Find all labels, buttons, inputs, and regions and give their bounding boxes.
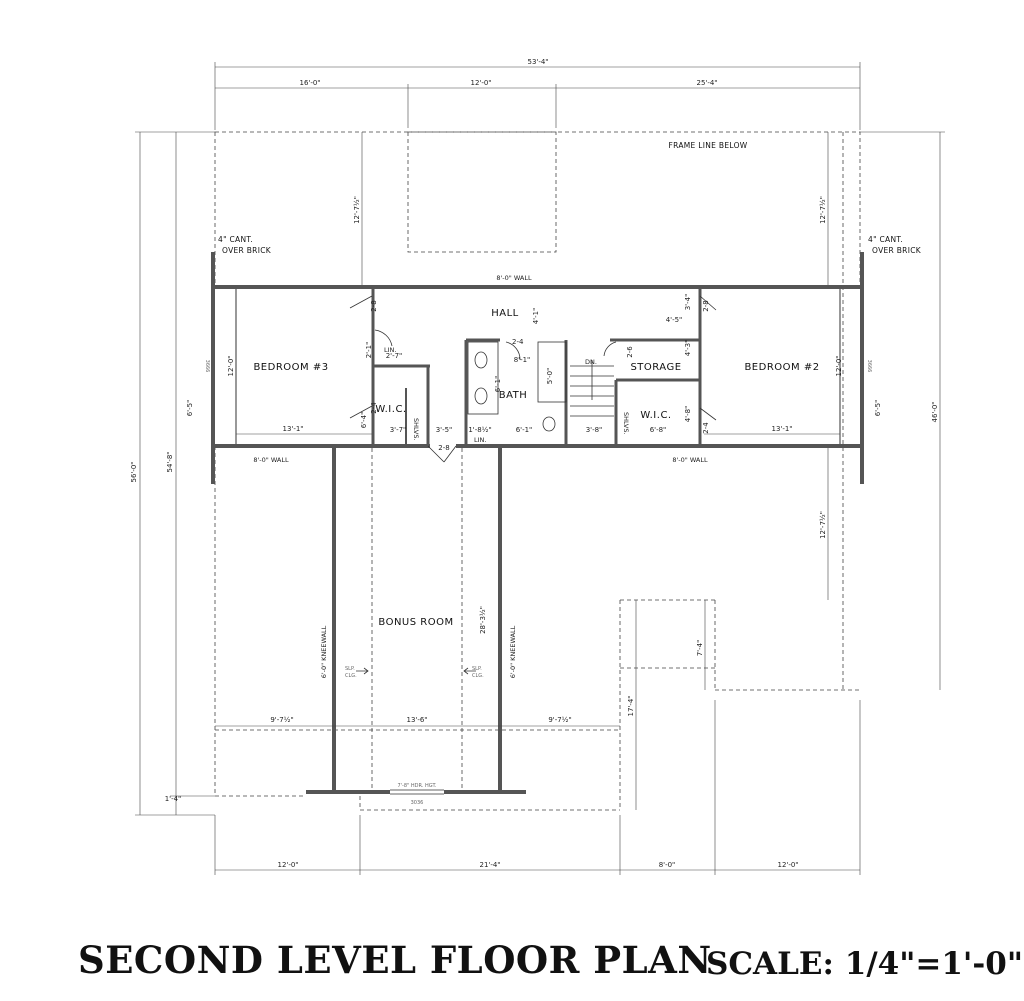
dim-left-inner: 54'-8" [166, 451, 174, 472]
dim-bed3-v: 12'-0" [227, 355, 235, 376]
room-labels: HALL BEDROOM #3 BEDROOM #2 BATH STORAGE … [253, 308, 819, 628]
dim-wic-l-v: 6'-4" [360, 412, 368, 429]
dim-bath-v2: 5'-0" [546, 368, 554, 385]
dim-wic-r-w: 6'-8" [650, 426, 667, 434]
dim-cant-left-v: 12'-7½" [353, 196, 361, 224]
dim-bonus-2: 13'-6" [406, 716, 427, 724]
dim-door-28b: 2-8 [702, 300, 710, 311]
room-bedroom-3: BEDROOM #3 [253, 362, 328, 373]
room-storage: STORAGE [630, 362, 681, 373]
dim-bonus-v: 28'-3½" [479, 606, 487, 634]
frame-line-note: FRAME LINE BELOW [669, 141, 748, 150]
frame-line-below: FRAME LINE BELOW [214, 131, 861, 811]
note-window-left: 3666 [204, 360, 210, 373]
dim-bed2-h: 13'-1" [771, 425, 792, 433]
dim-wic-l-door: 2-4 [370, 402, 378, 414]
dim-cant-right-v: 12'-7½" [819, 196, 827, 224]
label-lin-top: LIN. [384, 346, 396, 354]
room-wic-left: W.I.C. [375, 404, 406, 415]
note-window-right: 3666 [866, 360, 872, 373]
dim-bottom-2: 21'-4" [479, 861, 500, 869]
dim-bed2-v: 12'-0" [835, 355, 843, 376]
dim-hall-18: 1'-8½" [468, 426, 491, 434]
dim-lin-v: 2'-1" [365, 342, 373, 359]
dim-wic-r-v: 4'-8" [684, 406, 692, 423]
interior-dimensions: 13'-1" 12'-0" 6'-5" 13'-1" 12'-0" 6'-5" … [186, 294, 882, 727]
slp-left-1: SLP. [345, 666, 355, 672]
dim-door-26: 2-6 [626, 346, 634, 358]
dim-left-outer: 56'-0" [130, 461, 138, 482]
note-wall-bottom-left: 8'-0" WALL [253, 456, 289, 464]
dim-hall-35: 3'-5" [436, 426, 453, 434]
slp-left-2: CLG. [345, 673, 357, 679]
slp-right-2: CLG. [472, 673, 484, 679]
room-bonus: BONUS ROOM [378, 617, 453, 628]
note-wall-bottom-right: 8'-0" WALL [672, 456, 708, 464]
dim-wic-l-w: 3'-7" [390, 426, 407, 434]
floor-plan: 53'-4" 16'-0" 12'-0" 25'-4" FRAME LINE B… [130, 58, 945, 875]
cant-left-line2: OVER BRICK [222, 246, 272, 255]
room-hall: HALL [491, 308, 519, 319]
room-bath: BATH [499, 390, 528, 401]
dim-bed2-win: 6'-5" [874, 400, 882, 417]
dim-top-1: 16'-0" [299, 79, 320, 87]
side-dimensions: 56'-0" 54'-8" 1'-4" 46'-0" 12'-7½" 12'-7… [130, 131, 945, 816]
interior-walls [235, 289, 841, 463]
label-shlvs-left: SHLVS. [412, 418, 420, 441]
dim-top-3: 25'-4" [696, 79, 717, 87]
dim-right-mid-v: 12'-7½" [819, 511, 827, 539]
dim-storage-v2: 3'-4" [684, 294, 692, 311]
plan-title: SECOND LEVEL FLOOR PLAN [78, 938, 712, 982]
dim-door-28a: 2-8 [370, 300, 378, 311]
cant-left-line1: 4" CANT. [218, 235, 253, 244]
dim-lin-w: 2'-7" [386, 352, 403, 360]
dim-hall-61: 6'-1" [516, 426, 533, 434]
dim-top-2: 12'-0" [470, 79, 491, 87]
cantilever-notes: 4" CANT. OVER BRICK 4" CANT. OVER BRICK [218, 235, 922, 255]
room-wic-right: W.I.C. [640, 410, 671, 421]
dim-door-24: 2-4 [702, 422, 710, 434]
note-kneewall-right: 6'-0" KNEEWALL [509, 625, 517, 678]
dim-right-step-2: 17'-4" [627, 695, 635, 716]
label-shlvs-right: SHLVS. [622, 412, 630, 435]
dim-bonus-1: 9'-7½" [270, 716, 293, 724]
dim-door-28c: 2-8 [438, 444, 449, 452]
dim-bottom-4: 12'-0" [777, 861, 798, 869]
dim-bed3-win: 6'-5" [186, 400, 194, 417]
note-door-code: 3036 [411, 800, 424, 806]
note-dn: DN. [585, 358, 597, 366]
slp-right-1: SLP. [472, 666, 482, 672]
dim-bath-door: 2-4 [512, 338, 524, 346]
exterior-walls [211, 252, 864, 795]
dim-bed3-h: 13'-1" [282, 425, 303, 433]
dim-stair-38: 3'-8" [586, 426, 603, 434]
note-wall-top: 8'-0" WALL [496, 274, 532, 282]
dim-right-step-1: 7'-4" [696, 640, 704, 657]
cant-right-line2: OVER BRICK [872, 246, 922, 255]
label-lin-bottom: LIN. [474, 436, 486, 444]
note-kneewall-left: 6'-0" KNEEWALL [320, 625, 328, 678]
dim-hall-v: 4'-1" [532, 308, 540, 325]
dim-right-outer: 46'-0" [931, 401, 939, 422]
dim-storage-w: 4'-5" [666, 316, 683, 324]
note-header: 7'-8" HDR. HGT. [397, 783, 436, 789]
dim-left-small: 1'-4" [165, 795, 182, 803]
dim-storage-v: 4'-3" [684, 340, 692, 357]
dim-overall-top: 53'-4" [527, 58, 548, 66]
room-bedroom-2: BEDROOM #2 [744, 362, 819, 373]
dim-bonus-3: 9'-7½" [548, 716, 571, 724]
dim-bath-w: 8'-1" [514, 356, 531, 364]
cant-right-line1: 4" CANT. [868, 235, 903, 244]
dim-bath-v: 6'-1" [494, 376, 502, 393]
plan-scale: SCALE: 1/4"=1'-0" [706, 946, 1024, 982]
dim-bottom-3: 8'-0" [659, 861, 676, 869]
dim-bottom-1: 12'-0" [277, 861, 298, 869]
top-dimension-chain: 53'-4" 16'-0" 12'-0" 25'-4" [214, 58, 861, 130]
bottom-dimension-chain: 12'-0" 21'-4" 8'-0" 12'-0" [214, 700, 861, 875]
wall-notes: 8'-0" WALL 8'-0" WALL 8'-0" WALL 6'-0" K… [204, 274, 872, 806]
